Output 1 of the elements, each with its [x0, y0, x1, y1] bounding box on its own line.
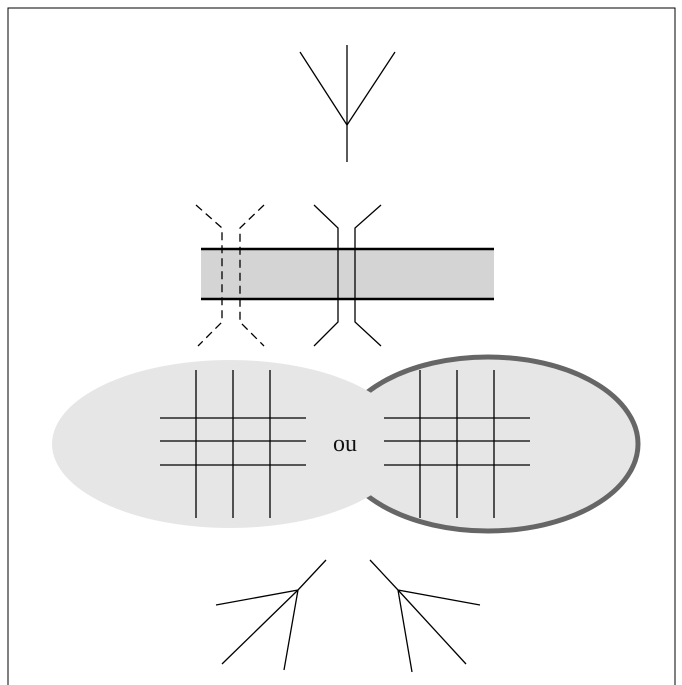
- text-label: ou: [333, 432, 357, 456]
